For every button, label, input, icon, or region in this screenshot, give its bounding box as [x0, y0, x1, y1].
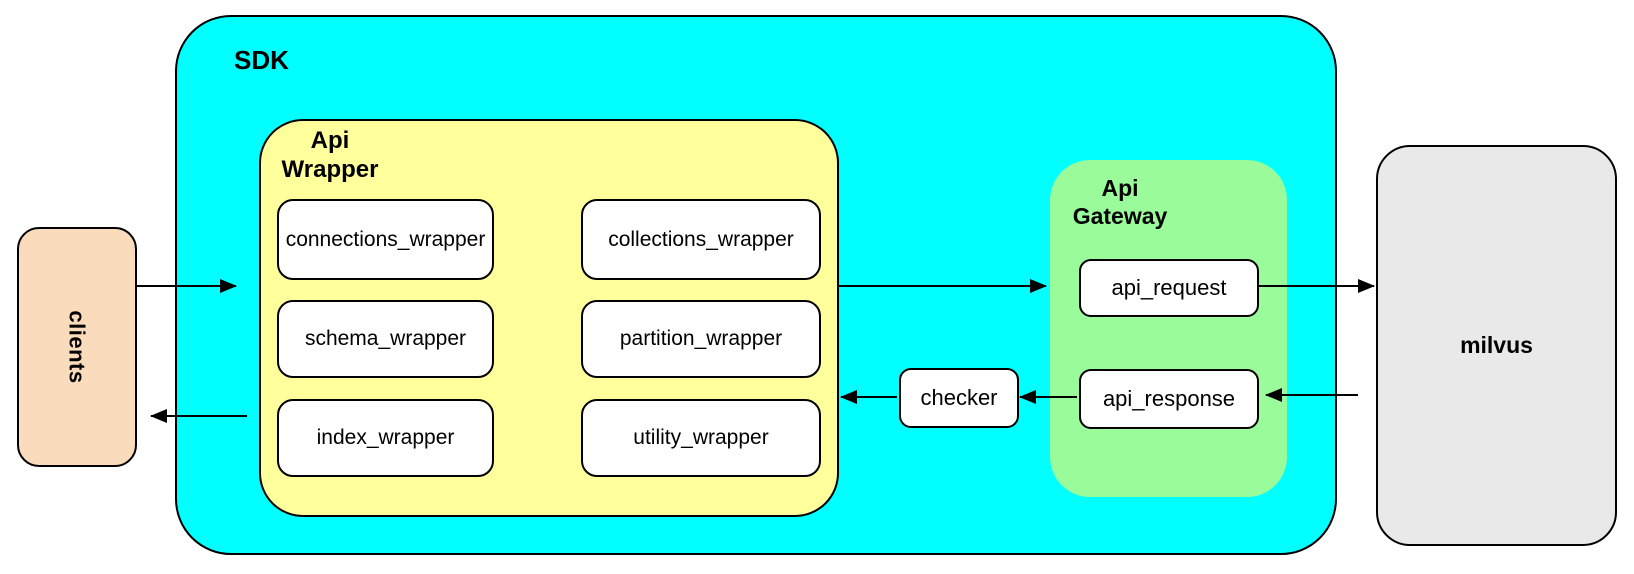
connections-wrapper-label: connections_wrapper — [285, 227, 486, 251]
box-utility-wrapper: utility_wrapper — [581, 399, 821, 477]
sdk-label: SDK — [234, 45, 289, 75]
clients-label: clients — [64, 310, 90, 384]
api-gateway-group: Api Gateway api_request api_response — [1050, 160, 1287, 497]
box-api-request: api_request — [1079, 259, 1259, 317]
checker-box: checker — [899, 368, 1019, 428]
box-api-response: api_response — [1079, 369, 1259, 429]
milvus-label: milvus — [1460, 332, 1533, 358]
schema-wrapper-label: schema_wrapper — [304, 327, 467, 350]
box-connections-wrapper: connections_wrapper — [277, 199, 494, 280]
utility-wrapper-label: utility_wrapper — [633, 426, 769, 449]
api-wrapper-label: Api Wrapper — [281, 127, 379, 184]
api-request-label: api_request — [1111, 275, 1227, 300]
box-index-wrapper: index_wrapper — [277, 399, 494, 477]
api-gateway-label: Api Gateway — [1072, 175, 1168, 230]
box-collections-wrapper: collections_wrapper — [581, 199, 821, 280]
milvus-box: milvus — [1376, 145, 1617, 546]
box-schema-wrapper: schema_wrapper — [277, 300, 494, 378]
api-response-label: api_response — [1102, 386, 1236, 411]
partition-wrapper-label: partition_wrapper — [619, 327, 783, 350]
sdk-container: SDK Api Wrapper connections_wrapper coll… — [175, 15, 1337, 555]
collections-wrapper-label: collections_wrapper — [608, 227, 794, 251]
checker-label: checker — [920, 385, 998, 410]
index-wrapper-label: index_wrapper — [316, 426, 455, 449]
api-wrapper-group: Api Wrapper connections_wrapper collecti… — [259, 119, 839, 517]
clients-box: clients — [17, 227, 137, 467]
box-partition-wrapper: partition_wrapper — [581, 300, 821, 378]
